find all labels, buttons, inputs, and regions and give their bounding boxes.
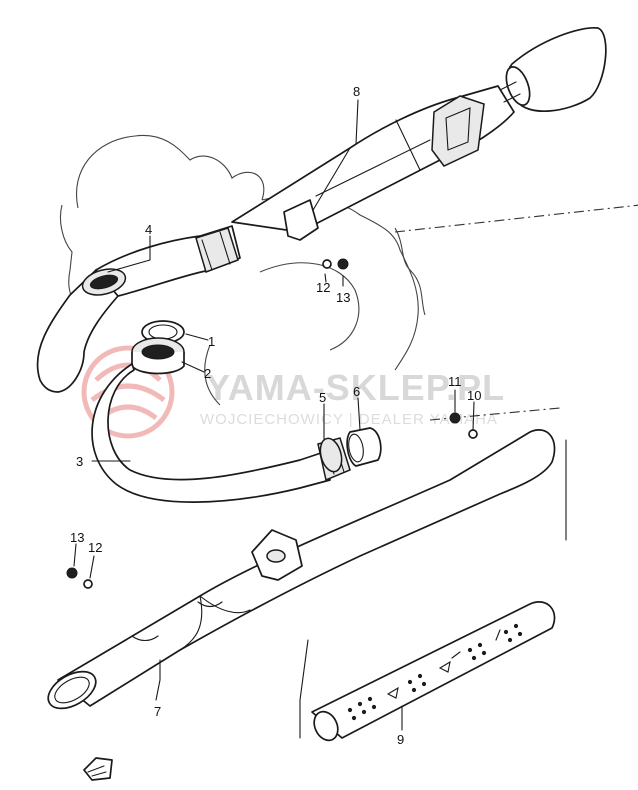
- callout-2: 2: [204, 366, 211, 381]
- part-12-washer-upper: [322, 259, 332, 269]
- callout-11: 11: [448, 374, 462, 389]
- callout-12-lower: 12: [88, 540, 102, 555]
- small-bracket-icon: [83, 757, 113, 781]
- part-8-upper-muffler: [231, 27, 607, 241]
- callout-leaders: [73, 99, 567, 739]
- callout-1: 1: [208, 334, 215, 349]
- callout-6: 6: [353, 384, 360, 399]
- callout-labels: 8 4 1 2 3 5 6 11 10 12 13 13 12 7 9: [70, 84, 481, 747]
- part-13-nut-upper: [337, 258, 349, 270]
- callout-10: 10: [467, 388, 481, 403]
- callout-7: 7: [154, 704, 161, 719]
- callout-13-lower: 13: [70, 530, 84, 545]
- part-11-nut: [449, 412, 461, 424]
- part-7-lower-muffler: [47, 429, 556, 710]
- part-6-ring-gasket: [346, 427, 382, 467]
- baffle-perforations: [347, 623, 523, 721]
- callout-4: 4: [145, 222, 152, 237]
- part-13-nut-lower: [66, 567, 78, 579]
- watermark-logo-icon: [81, 345, 175, 439]
- part-4-upper-exhaust-pipe: [36, 225, 241, 393]
- part-2-flange: [131, 337, 185, 375]
- part-10-washer: [468, 429, 478, 439]
- callout-12-upper: 12: [316, 280, 330, 295]
- callout-3: 3: [76, 454, 83, 469]
- watermark: YAMA-SKLEP.PL WOJCIECHOWICY | DEALER YAM…: [81, 345, 505, 439]
- callout-8: 8: [353, 84, 360, 99]
- part-9-baffle-tube: [311, 601, 556, 742]
- callout-9: 9: [397, 732, 404, 747]
- watermark-text: YAMA-SKLEP.PL: [206, 367, 505, 408]
- part-5-clamp: [319, 437, 343, 473]
- callout-13-upper: 13: [336, 290, 350, 305]
- part-12-washer-lower: [83, 579, 93, 589]
- watermark-subtext: WOJCIECHOWICY | DEALER YAMAHA: [200, 411, 498, 428]
- callout-5: 5: [319, 390, 326, 405]
